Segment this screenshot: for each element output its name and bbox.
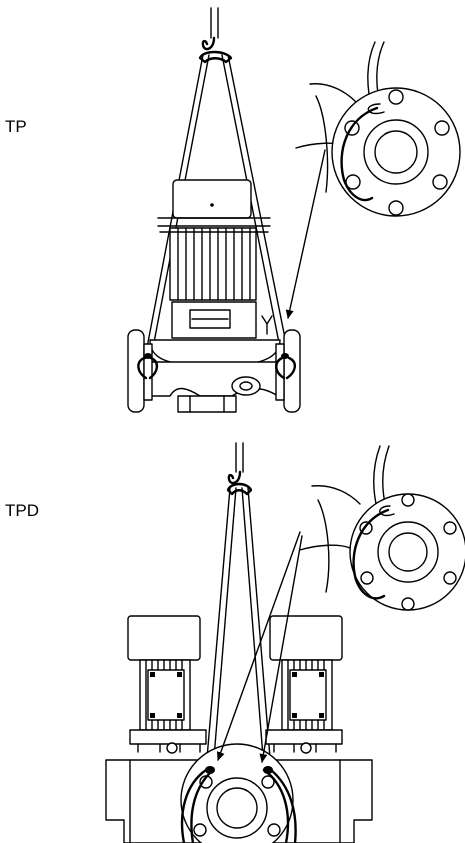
tp-detail-pointer-arrow: [285, 149, 326, 319]
tpd-pointer-arrow-left: [216, 531, 301, 761]
tp-coupling-housing: [171, 301, 273, 339]
tpd-pointer-arrow-right: [259, 535, 303, 763]
tp-pump-illustration: [127, 7, 301, 413]
tpd-flange-detail: [299, 445, 465, 611]
tpd-pump-housing: [105, 743, 373, 843]
label-tp: TP: [5, 117, 27, 136]
tpd-pump-illustration: [105, 442, 373, 843]
tp-flange-detail: [295, 41, 461, 217]
tp-crane-hook: [201, 7, 219, 51]
tpd-left-motor: [127, 615, 207, 754]
tpd-crane-hook: [227, 442, 244, 485]
tp-motor: [159, 227, 269, 301]
tp-terminal-box: [172, 179, 252, 219]
tpd-lifting-slings: [205, 482, 272, 771]
label-tpd: TPD: [5, 501, 39, 520]
tpd-right-motor: [265, 615, 343, 754]
tp-pump-housing: [149, 339, 281, 413]
tp-flanges: [127, 329, 301, 413]
